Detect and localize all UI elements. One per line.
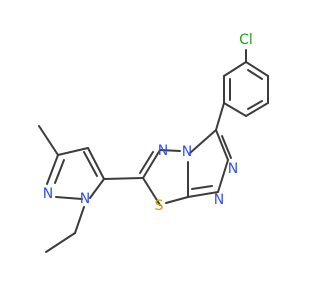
bond-pz-c5-c4-double <box>83 151 98 177</box>
label-chlorine: Cl <box>239 32 253 48</box>
bond-s-c8 <box>165 196 189 204</box>
bond-c3-n2 <box>215 129 229 161</box>
bond-aryl-triazole <box>215 102 225 131</box>
bond-c6-pyrazole <box>103 177 144 180</box>
molecule-svg: Cl N N N N S N N <box>38 32 269 253</box>
label-n-triazole-lower: N <box>214 192 224 208</box>
pyrazole-ring <box>38 125 105 253</box>
bond-ring-4 <box>223 102 247 117</box>
bond-pz-c5-c4 <box>87 147 105 180</box>
bond-n2-n1 <box>217 159 229 193</box>
label-n-pyrazole-1: N <box>80 191 90 207</box>
bond-ring-6 <box>223 61 247 77</box>
chlorophenyl-ring <box>223 49 269 117</box>
bond-ring-inner-2 <box>247 100 263 110</box>
bond-pz-c3-n2 <box>46 154 59 185</box>
label-n-bridge: N <box>182 144 192 160</box>
bond-n4-n5 <box>159 149 181 152</box>
bond-pz-c4-c3 <box>57 147 89 156</box>
bond-pz-n2-n1 <box>55 196 83 200</box>
atom-labels: Cl N N N N S N N <box>43 32 253 214</box>
bond-pz-c3-n2-double <box>54 159 65 184</box>
bond-ethyl-1 <box>74 206 85 234</box>
triazolothiadiazole-core <box>139 129 232 206</box>
label-n-pyrazole-2: N <box>43 186 53 202</box>
label-n-triazole-upper: N <box>228 161 238 177</box>
bond-n1-c8 <box>187 191 219 198</box>
bond-n1-c8-double <box>191 185 213 190</box>
bond-ethyl-2 <box>45 232 76 253</box>
bond-n5-c6 <box>142 149 161 179</box>
label-sulfur: S <box>155 198 164 214</box>
label-n-thiadiazole: N <box>158 143 168 159</box>
bond-c3-n2-double <box>221 135 232 159</box>
bond-pz-n1-c5 <box>89 178 105 199</box>
structure-diagram: Cl N N N N S N N <box>38 32 269 253</box>
bond-n5-c6-double <box>139 151 154 174</box>
bond-ring-1 <box>245 61 269 77</box>
bond-c6-s <box>142 177 161 206</box>
bond-c3-n4 <box>189 129 217 154</box>
bond-methyl <box>38 125 59 156</box>
bond-ring-3 <box>245 102 269 117</box>
bond-ring-inner-1 <box>247 69 263 80</box>
